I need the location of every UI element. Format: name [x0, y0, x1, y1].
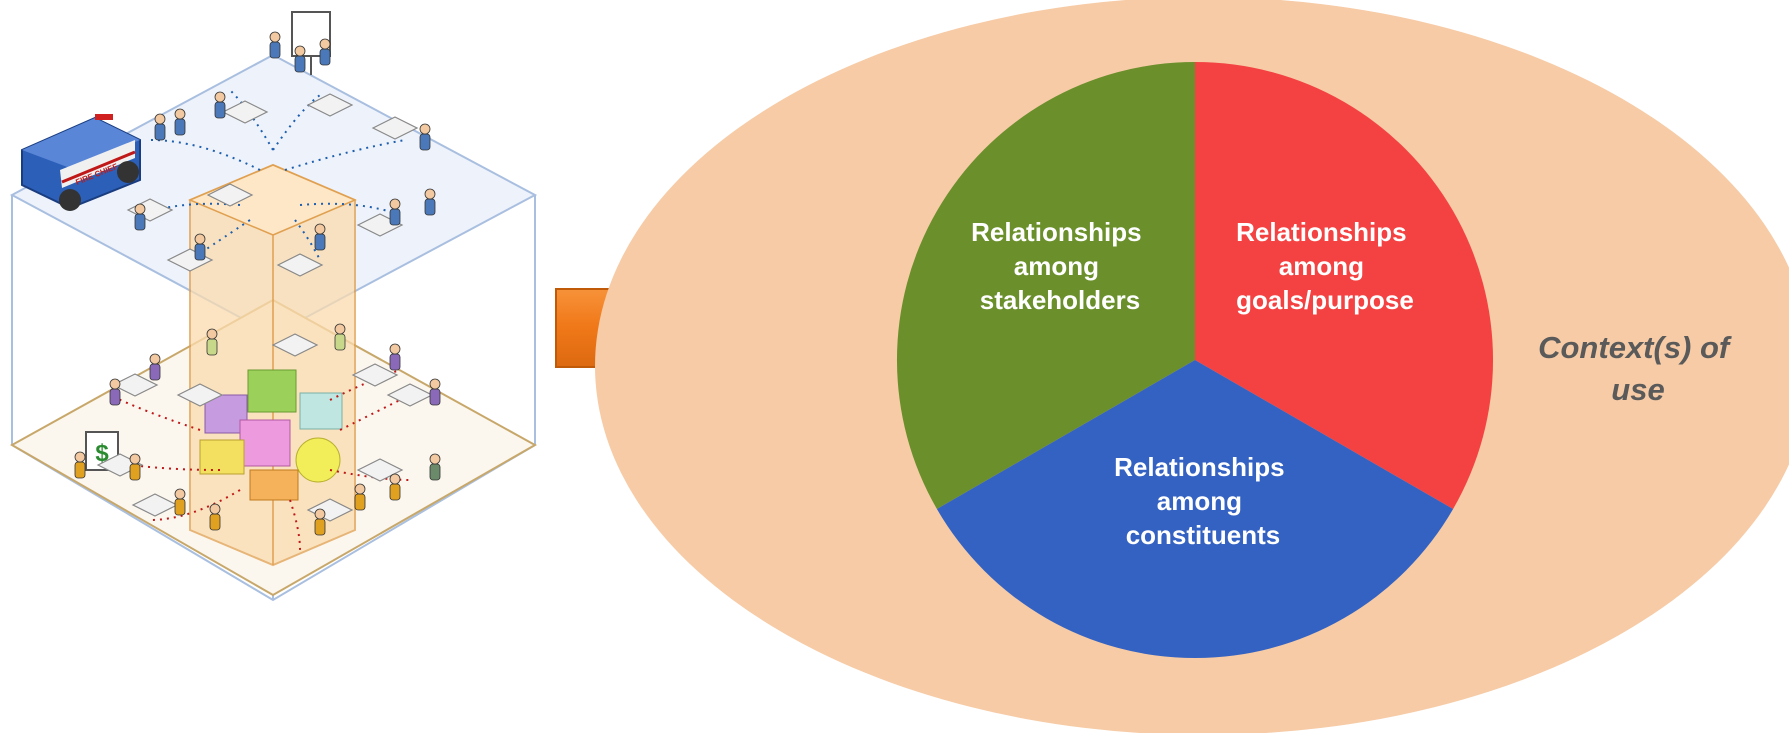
goals-label: Relationships among goals/purpose — [1236, 217, 1414, 315]
desk — [206, 183, 254, 207]
person-figure — [334, 323, 346, 351]
system-blocks — [199, 369, 343, 501]
desk — [351, 363, 399, 387]
desk — [306, 93, 354, 117]
constituents-line-1: Relationships — [1114, 452, 1284, 482]
person-figure — [149, 353, 161, 381]
stakeholders-line-2: among — [1014, 251, 1099, 281]
person-figure — [419, 123, 431, 151]
person-figure — [429, 378, 441, 406]
person-figure — [74, 451, 86, 479]
person-figure — [314, 508, 326, 536]
stakeholders-line-1: Relationships — [971, 217, 1141, 247]
constituents-line-3: constituents — [1126, 520, 1281, 550]
context-of-use-label: Context(s) of use — [1538, 330, 1738, 407]
office-illustration: FIRE CHIEF $ — [9, 11, 538, 602]
constituents-line-2: among — [1157, 486, 1242, 516]
relationships-pie — [896, 61, 1494, 659]
goals-line-3: goals/purpose — [1236, 285, 1414, 315]
goals-line-2: among — [1279, 251, 1364, 281]
person-figure — [174, 488, 186, 516]
stakeholders-segment — [896, 61, 1195, 509]
person-figure — [389, 343, 401, 371]
context-line-1: Context(s) of — [1538, 330, 1732, 365]
desk — [176, 383, 224, 407]
desk — [271, 333, 319, 357]
person-figure — [134, 203, 146, 231]
stakeholders-line-3: stakeholders — [980, 285, 1140, 315]
dollar-sign: $ — [95, 440, 109, 467]
person-figure — [354, 483, 366, 511]
person-figure — [389, 198, 401, 226]
desk — [221, 100, 269, 124]
desk — [371, 116, 419, 140]
desk — [276, 253, 324, 277]
person-figure — [109, 378, 121, 406]
person-figure — [174, 108, 186, 136]
person-figure — [269, 31, 281, 59]
person-figure — [206, 328, 218, 356]
office-people — [74, 31, 441, 536]
desk — [111, 373, 159, 397]
person-figure — [194, 233, 206, 261]
context-line-2: use — [1611, 372, 1664, 407]
person-figure — [389, 473, 401, 501]
constituents-label: Relationships among constituents — [1114, 452, 1292, 550]
person-figure — [129, 453, 141, 481]
person-figure — [294, 45, 306, 73]
person-figure — [429, 453, 441, 481]
stakeholders-label: Relationships among stakeholders — [971, 217, 1149, 315]
goals-segment — [1195, 61, 1494, 509]
person-figure — [424, 188, 436, 216]
person-figure — [319, 38, 331, 66]
person-figure — [209, 503, 221, 531]
person-figure — [214, 91, 226, 119]
goals-line-1: Relationships — [1236, 217, 1406, 247]
person-figure — [154, 113, 166, 141]
person-figure — [314, 223, 326, 251]
fire-chief-truck: FIRE CHIEF — [21, 114, 141, 211]
constituents-segment — [936, 360, 1454, 659]
